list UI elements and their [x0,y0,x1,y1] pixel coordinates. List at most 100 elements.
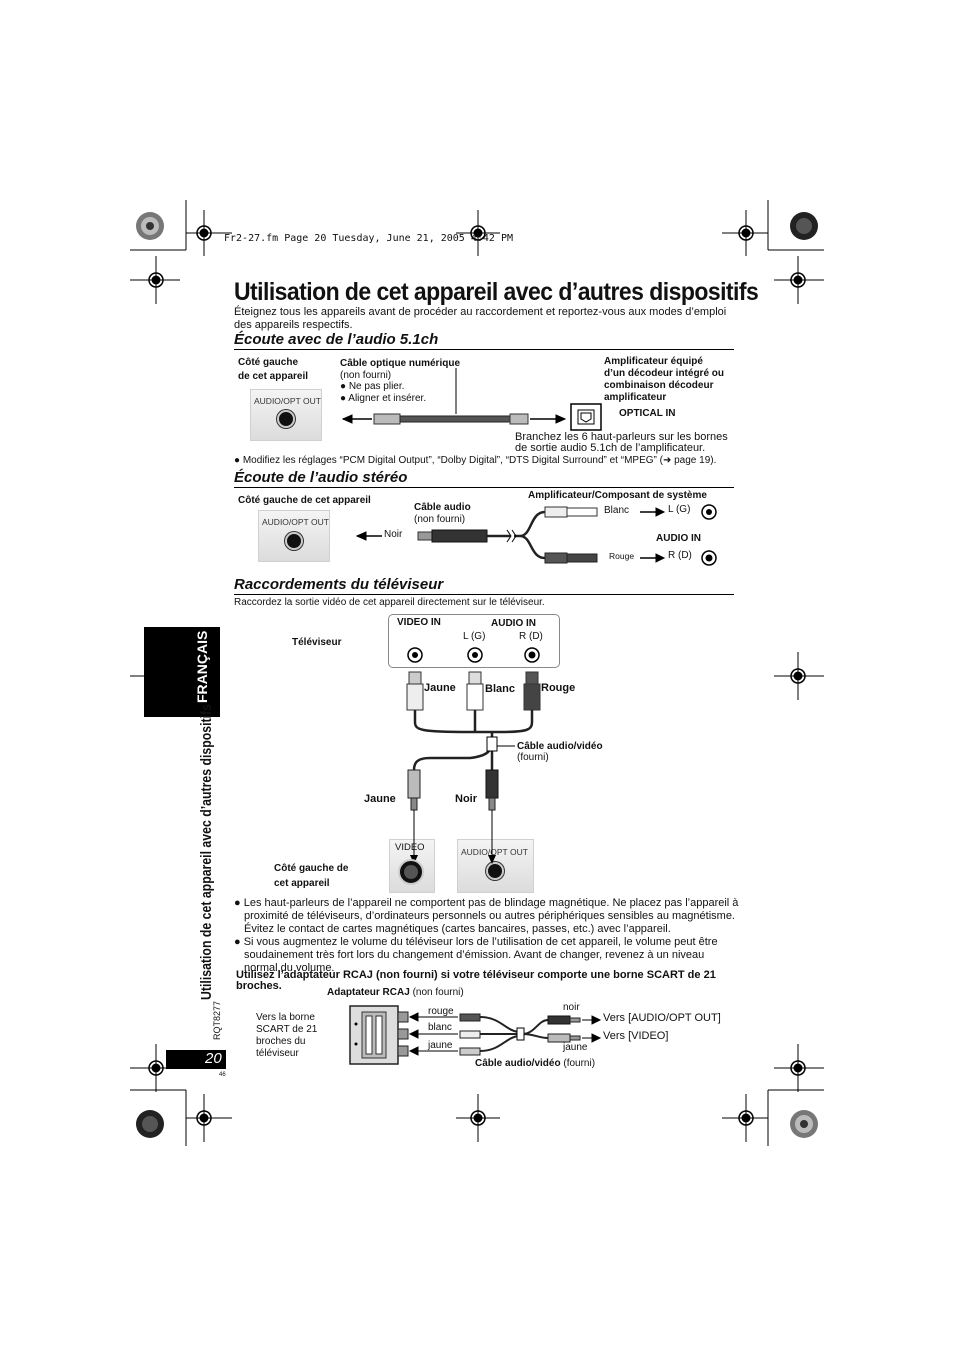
speaker-note: Branchez les 6 haut-parleurs sur les bor… [515,431,728,443]
blanc-label: Blanc [604,505,630,516]
note-magnetic: ● Les haut-parleurs de l’appareil ne com… [234,897,739,974]
amp-line: d’un décodeur intégré ou [604,368,725,379]
note-line: soudainement très fort lors du changemen… [244,949,705,961]
audio-in-label: AUDIO IN [491,618,536,629]
page-number: 20 [205,1050,222,1067]
tv-intro: Raccordez la sortie vidéo de cet apparei… [234,597,545,608]
cable-note: (fourni) [563,1058,596,1069]
settings-note-text: Modifiez les réglages “PCM Digital Outpu… [242,455,717,466]
left-side-label: Côté gauche [238,357,299,368]
divider [234,349,734,350]
divider [234,594,734,595]
cable-title: Câble audio/vidéo [517,741,603,752]
jack-label: AUDIO/OPT OUT [254,396,321,406]
l-label: L (G) [463,631,486,642]
amplifier-label: Amplificateur/Composant de système [528,490,707,501]
tv-label: Téléviseur [292,637,342,648]
file-info: Fr2-27.fm Page 20 Tuesday, June 21, 2005… [224,233,513,244]
jack-label: AUDIO/OPT OUT [461,847,528,857]
note-line: normal du volume. [244,962,335,974]
left-side-label: Côté gauche de [274,863,349,874]
audio-opt-out-jack [277,410,295,428]
blanc-label: blanc [428,1022,452,1033]
vers-scart: Vers la borne SCART de 21 broches du tél… [256,1012,317,1060]
cable-note: (non fourni) [414,514,466,525]
left-side-label: cet appareil [274,878,330,889]
jaune-label: Jaune [364,793,396,805]
section-heading-stereo: Écoute de l’audio stéréo [234,469,408,486]
left-side-label: de cet appareil [238,371,309,382]
adapter-title: Adaptateur RCAJ [327,987,410,998]
rouge-label: rouge [428,1006,454,1017]
amp-line: combinaison décodeur [604,380,714,391]
section-heading-51ch: Écoute avec de l’audio 5.1ch [234,331,439,348]
rouge-label: Rouge [609,551,635,561]
r-label: R (D) [519,631,543,642]
scart-instruction: broches. [236,980,282,992]
optical-in-label: OPTICAL IN [619,408,676,419]
adapter-note: (non fourni) [412,987,464,998]
device-panel: AUDIO/OPT OUT [250,389,322,441]
settings-note: ● Modifiez les réglages “PCM Digital Out… [234,455,717,466]
device-panel: AUDIO/OPT OUT [258,510,330,562]
amp-line: Amplificateur équipé [604,356,703,367]
bullet-text: Aligner et insérer. [348,393,427,404]
to-audio-label: Vers [AUDIO/OPT OUT] [603,1012,721,1024]
cable-note: (non fourni) [340,370,392,381]
audio-opt-out-jack [285,532,303,550]
amplifier-label: Amplificateur équipé d’un décodeur intég… [604,356,734,404]
video-jack-label: VIDEO [395,842,425,853]
scart-instruction: Utilisez l’adaptateur RCAJ (non fourni) … [236,969,716,981]
left-side-label: Côté gauche de cet appareil [238,495,371,506]
tv-input-panel [388,614,560,668]
model-number: RQT8277 [212,1000,222,1040]
audio-in-label: AUDIO IN [656,533,701,544]
device-panel: AUDIO/OPT OUT [457,839,534,893]
language-label: FRANÇAIS [194,630,210,703]
jaune-label: jaune [428,1040,453,1051]
rouge-label: Rouge [541,682,576,694]
cable-title: Câble optique numérique [340,358,461,369]
jaune-label: Jaune [424,682,456,694]
vers-line: téléviseur [256,1048,299,1059]
small-number: 46 [219,1072,226,1078]
jaune-label: jaune [563,1042,588,1053]
jack-label: AUDIO/OPT OUT [262,517,329,527]
noir-label: Noir [455,793,477,805]
note-line: Si vous augmentez le volume du téléviseu… [243,936,718,948]
adapter-label: Adaptateur RCAJ (non fourni) [327,987,464,999]
blanc-label: Blanc [485,683,515,695]
noir-label: noir [563,1002,580,1013]
bullet-text: Ne pas plier. [348,381,405,392]
note-line: Évitez le contact de cartes magnétiques … [244,923,671,935]
page-title: Utilisation de cet appareil avec d’autre… [234,278,759,306]
audio-opt-out-jack [486,862,504,880]
cable-note: (fourni) [517,752,549,763]
vers-line: broches du [256,1036,306,1047]
page-number-box [166,1050,226,1069]
video-jack-panel: VIDEO [389,839,435,893]
chapter-label: Utilisation de cet appareil avec d’autre… [198,704,215,1000]
intro-text: Éteignez tous les appareils avant de pro… [234,306,727,331]
language-tab [144,627,220,717]
noir-label: Noir [384,529,403,540]
note-line: proximité de téléviseurs, d’ordinateurs … [244,910,735,922]
vers-line: SCART de 21 [256,1024,318,1035]
divider [234,487,734,488]
vers-line: Vers la borne [256,1012,315,1023]
video-in-label: VIDEO IN [397,617,441,628]
cable-label: Câble audio/vidéo (fourni) [475,1058,595,1070]
cable-title: Câble audio/vidéo [475,1058,561,1069]
note-line: Les haut-parleurs de l’appareil ne compo… [243,897,739,909]
l-label: L (G) [668,504,691,515]
amp-line: amplificateur [604,392,667,403]
speaker-note: de sortie audio 5.1ch de l’amplificateur… [515,442,706,454]
section-heading-tv: Raccordements du téléviseur [234,576,444,593]
to-video-label: Vers [VIDEO] [603,1030,669,1042]
bullet-item: ● Aligner et insérer. [340,393,427,404]
bullet-item: ● Ne pas plier. [340,381,405,392]
